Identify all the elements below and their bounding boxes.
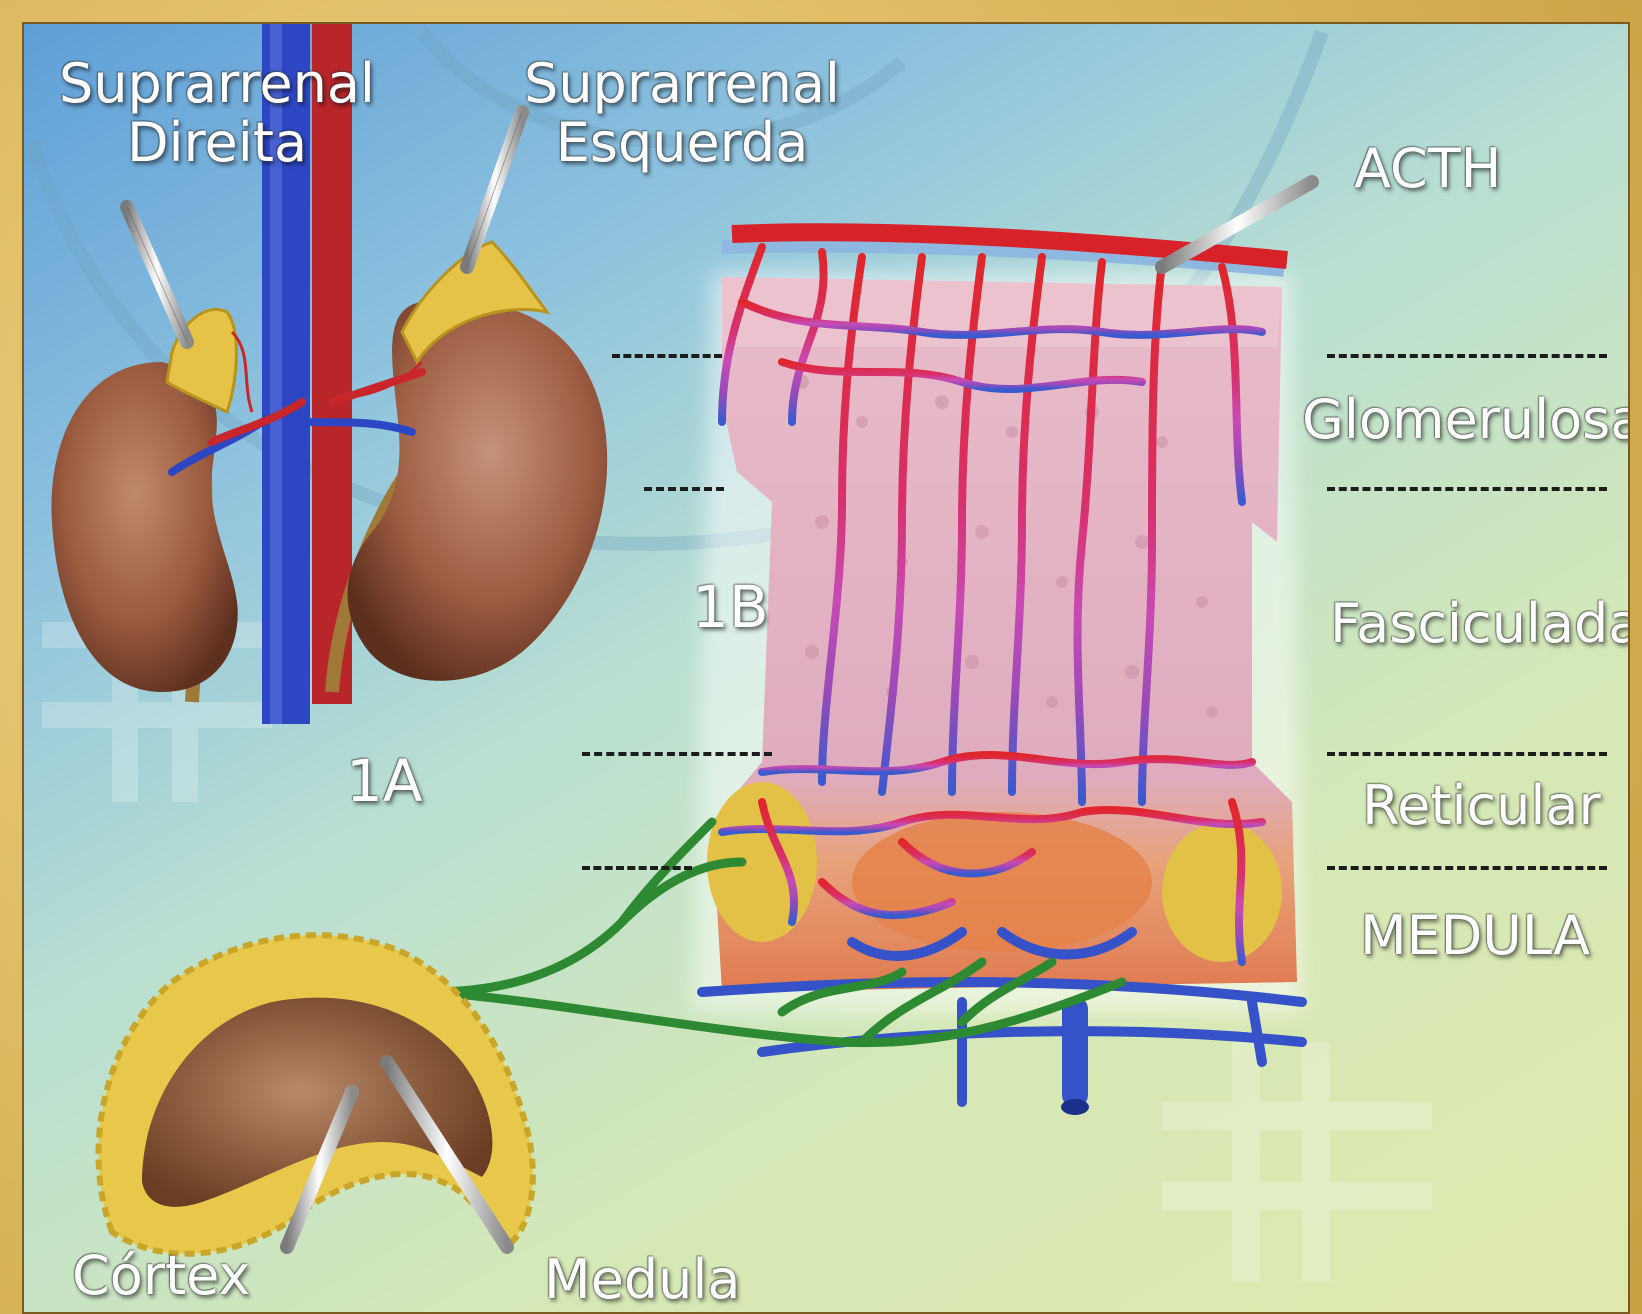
zone-divider-right-1 — [1327, 354, 1607, 358]
label-figure-1a: 1A — [346, 750, 423, 814]
left-kidney — [348, 300, 608, 680]
label-zona-reticular: Reticular — [1362, 776, 1601, 835]
label-medula-zone: MEDULA — [1360, 906, 1590, 965]
label-suprarrenal-direita: Suprarrenal Direita — [52, 54, 382, 173]
zone-divider-left-4 — [582, 866, 692, 870]
adrenal-gland-section — [99, 935, 533, 1254]
label-zona-fasciculada: Fasciculada — [1330, 594, 1630, 653]
illustration-panel: Suprarrenal Direita Suprarrenal Esquerda… — [22, 22, 1630, 1314]
zone-divider-right-4 — [1327, 866, 1607, 870]
label-suprarrenal-esquerda-line2: Esquerda — [512, 113, 852, 172]
label-cortex: Córtex — [72, 1246, 250, 1305]
label-figure-1b: 1B — [692, 576, 769, 640]
zone-divider-left-1 — [612, 354, 722, 358]
adrenal-cross-section — [692, 232, 1302, 1115]
zone-divider-left-3 — [582, 752, 772, 756]
pin-suprarrenal-direita — [127, 207, 187, 342]
medulla-cell-cluster-right — [1162, 822, 1282, 962]
zone-divider-right-2 — [1327, 487, 1607, 491]
label-medula: Medula — [544, 1250, 740, 1309]
label-acth: ACTH — [1354, 139, 1501, 198]
label-suprarrenal-direita-line1: Suprarrenal — [52, 54, 382, 113]
central-vein — [1062, 997, 1088, 1107]
zone-divider-right-3 — [1327, 752, 1607, 756]
label-suprarrenal-esquerda: Suprarrenal Esquerda — [512, 54, 852, 173]
label-suprarrenal-esquerda-line1: Suprarrenal — [512, 54, 852, 113]
zone-divider-left-2 — [644, 487, 724, 491]
illustration-svg — [24, 24, 1630, 1314]
label-zona-glomerulosa: Glomerulosa — [1302, 390, 1630, 449]
label-suprarrenal-direita-line2: Direita — [52, 113, 382, 172]
